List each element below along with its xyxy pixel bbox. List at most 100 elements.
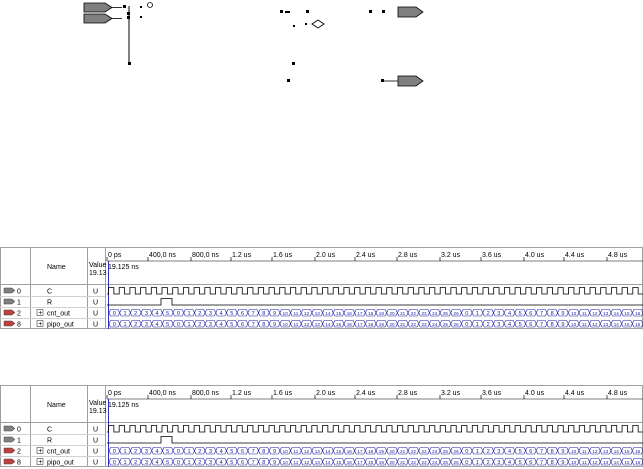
- bus-value: 15: [624, 311, 630, 316]
- bus-value: 3: [497, 322, 500, 328]
- signal-icon: [3, 320, 16, 327]
- bus-value: 16: [635, 322, 641, 327]
- signal-name: C: [47, 289, 52, 296]
- expand-toggle[interactable]: [36, 447, 44, 454]
- bus-value: 14: [614, 449, 620, 454]
- bus-value: 14: [325, 449, 331, 454]
- bus-value: 5: [519, 311, 522, 317]
- bus-value: 1: [123, 460, 126, 466]
- bus-value: 12: [304, 322, 310, 327]
- input-port-2[interactable]: [83, 13, 122, 24]
- signal-value: U: [93, 438, 98, 445]
- bus-value: 20: [389, 460, 395, 465]
- output-port-1[interactable]: [397, 6, 424, 18]
- bus-segment: [631, 309, 643, 317]
- bus-value: 0: [465, 322, 468, 328]
- bus-value: 22: [411, 449, 417, 454]
- bus-value: 4: [155, 449, 158, 455]
- expand-toggle[interactable]: [36, 320, 44, 327]
- bus-value: 4: [155, 460, 158, 466]
- bus-value: 6: [241, 449, 244, 455]
- bus-value: 5: [166, 449, 169, 455]
- expand-toggle[interactable]: [36, 309, 44, 316]
- bus-value: 0: [177, 449, 180, 455]
- bus-value: 13: [315, 460, 321, 465]
- bus-value: 6: [529, 322, 532, 328]
- bus-value: 12: [592, 322, 598, 327]
- bus-value: 5: [230, 449, 233, 455]
- bus-value: 0: [113, 311, 116, 317]
- bus-value: 20: [389, 311, 395, 316]
- bus-value: 2: [198, 311, 201, 317]
- bus-value: 1: [476, 449, 479, 455]
- bus-value: 0: [177, 460, 180, 466]
- ruler-label: 0 ps: [108, 390, 122, 397]
- bus-value: 1: [188, 311, 191, 317]
- bus-value: 5: [230, 460, 233, 466]
- bus-value: 7: [540, 322, 543, 328]
- bus-value: 16: [347, 322, 353, 327]
- ruler-label: 4.8 us: [608, 390, 628, 397]
- bus-value: 3: [497, 460, 500, 466]
- bus-value: 8: [262, 460, 265, 466]
- signal-index: 8: [17, 460, 21, 467]
- bus-value: 2: [487, 449, 490, 455]
- bus-value: 9: [273, 311, 276, 317]
- ruler-label: 1.2 us: [232, 252, 252, 259]
- bus-value: 20: [389, 449, 395, 454]
- bus-value: 4: [508, 311, 511, 317]
- bus-value: 16: [635, 311, 641, 316]
- bus-value: 12: [304, 460, 310, 465]
- bus-value: 14: [325, 460, 331, 465]
- signal-name: R: [47, 300, 52, 307]
- ruler-label: 4.0 us: [525, 252, 545, 259]
- bus-value: 10: [283, 322, 289, 327]
- input-port-1[interactable]: [83, 2, 122, 13]
- bus-value: 1: [188, 449, 191, 455]
- logic-block: [280, 10, 398, 82]
- expand-toggle[interactable]: [36, 458, 44, 465]
- bus-value: 5: [166, 322, 169, 328]
- clock-waveform: [107, 425, 643, 433]
- bus-value: 11: [582, 311, 587, 316]
- ruler-label: 2.8 us: [398, 252, 418, 259]
- signal-index: 0: [17, 427, 21, 434]
- output-port-2[interactable]: [397, 75, 424, 87]
- bus-value: 17: [357, 449, 363, 454]
- bus-value: 18: [368, 311, 374, 316]
- bus-value: 3: [497, 311, 500, 317]
- ruler-label: 800,0 ns: [192, 252, 219, 259]
- clock-waveform: [107, 287, 643, 295]
- bus-value: 7: [252, 311, 255, 317]
- ruler-label: 3.2 us: [441, 252, 461, 259]
- ruler-label: 2.0 us: [316, 252, 336, 259]
- bus-value: 14: [325, 322, 331, 327]
- bus-segment: [631, 320, 643, 328]
- signal-icon: [3, 436, 16, 443]
- ruler-label: 4.4 us: [565, 390, 585, 397]
- bus-value: 12: [592, 449, 598, 454]
- bus-value: 21: [400, 311, 406, 316]
- value-subheader: 19.13: [89, 270, 107, 277]
- bus-value: 3: [209, 449, 212, 455]
- signal-icon: [3, 425, 16, 432]
- bus-value: 22: [411, 322, 417, 327]
- bus-value: 25: [443, 322, 449, 327]
- ruler-label: 1.6 us: [273, 390, 293, 397]
- bus-value: 15: [624, 449, 630, 454]
- signal-value: U: [93, 311, 98, 318]
- bus-value: 2: [487, 311, 490, 317]
